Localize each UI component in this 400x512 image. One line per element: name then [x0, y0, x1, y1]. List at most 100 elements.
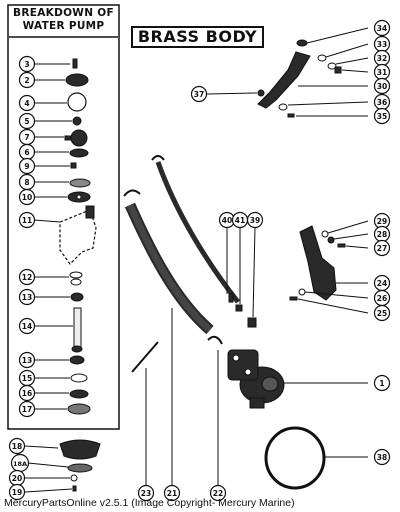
lower-left-part-drawings — [59, 439, 101, 492]
svg-text:35: 35 — [377, 112, 387, 121]
svg-text:2: 2 — [24, 76, 29, 85]
svg-text:28: 28 — [377, 230, 387, 239]
callout-33: 33 — [373, 35, 391, 53]
sidebar-title-line2: WATER PUMP — [22, 20, 105, 32]
callout-12: 12 — [18, 268, 36, 286]
sidebar-frame — [7, 4, 120, 430]
part-36-washer — [278, 103, 288, 111]
callout-24: 24 — [373, 274, 391, 292]
callout-4: 4 — [18, 94, 36, 112]
part-19-screw — [72, 485, 77, 492]
part-28-washer — [327, 236, 335, 244]
callout-5: 5 — [18, 112, 36, 130]
part-13-bearing-lower — [69, 355, 85, 365]
callout-36: 36 — [373, 93, 391, 111]
svg-text:17: 17 — [22, 405, 32, 414]
svg-text:24: 24 — [377, 279, 387, 288]
sidebar-title: BREAKDOWN OF WATER PUMP — [10, 7, 117, 33]
callout-26: 26 — [373, 289, 391, 307]
hose-drawings — [123, 155, 240, 345]
svg-text:36: 36 — [377, 98, 387, 107]
hose-clamp-upper-left — [123, 189, 141, 197]
callout-35: 35 — [373, 107, 391, 125]
svg-text:22: 22 — [213, 489, 223, 498]
svg-text:38: 38 — [377, 453, 387, 462]
callout-39: 39 — [246, 211, 264, 229]
svg-text:11: 11 — [22, 216, 32, 225]
part-41-fitting — [235, 304, 243, 312]
part-3-screw — [72, 58, 78, 69]
svg-text:21: 21 — [167, 489, 177, 498]
copyright-footer: MercuryPartsOnline v2.5.1 (Image Copyrig… — [4, 497, 295, 509]
callout-11: 11 — [18, 211, 36, 229]
callout-labels: 324576981011121314131516171818A201934333… — [8, 19, 391, 502]
svg-text:4: 4 — [24, 99, 29, 108]
part-38-o-ring — [264, 426, 326, 490]
svg-text:13: 13 — [22, 356, 32, 365]
svg-text:6: 6 — [24, 148, 29, 157]
svg-text:10: 10 — [22, 193, 32, 202]
callout-23: 23 — [137, 484, 155, 502]
part-32-washer — [327, 62, 337, 70]
svg-text:16: 16 — [22, 389, 32, 398]
callout-34: 34 — [373, 19, 391, 37]
part-40-clamp — [228, 293, 234, 303]
upper-right-part-drawings — [257, 39, 342, 118]
callout-41: 41 — [231, 211, 249, 229]
callout-14: 14 — [18, 317, 36, 335]
part-7-impeller — [64, 129, 88, 147]
part-29-washer — [321, 230, 329, 238]
part-37-pin — [257, 89, 265, 97]
part-22-hose-clamp — [207, 335, 223, 345]
callout-22: 22 — [209, 484, 227, 502]
svg-text:32: 32 — [377, 54, 387, 63]
svg-text:15: 15 — [22, 374, 32, 383]
part-18a-gasket — [67, 463, 93, 473]
callout-16: 16 — [18, 384, 36, 402]
callout-13: 13 — [18, 288, 36, 306]
callout-15: 15 — [18, 369, 36, 387]
callout-9: 9 — [18, 157, 36, 175]
svg-text:33: 33 — [377, 40, 387, 49]
callout-30: 30 — [373, 77, 391, 95]
part-31-nut — [334, 66, 342, 74]
svg-text:1: 1 — [379, 379, 384, 388]
diagram-title: BRASS BODY — [131, 26, 264, 48]
part-12-seal — [69, 271, 83, 279]
part-18-cover — [59, 439, 101, 460]
callout-21: 21 — [163, 484, 181, 502]
callout-31: 31 — [373, 63, 391, 81]
part-2-cap — [65, 73, 89, 87]
callout-13: 13 — [18, 351, 36, 369]
part-27-screw — [337, 243, 346, 248]
svg-text:18A: 18A — [13, 460, 27, 468]
part-5-washer — [72, 116, 82, 126]
upper-right-leader-lines — [206, 27, 369, 117]
part-24-bracket — [299, 225, 337, 301]
callout-17: 17 — [18, 400, 36, 418]
part-20-washer — [70, 474, 78, 482]
part-26-washer — [298, 288, 306, 296]
svg-text:9: 9 — [24, 162, 29, 171]
svg-text:40: 40 — [222, 216, 232, 225]
svg-text:41: 41 — [235, 216, 245, 225]
svg-text:19: 19 — [12, 488, 22, 497]
svg-text:5: 5 — [24, 117, 29, 126]
part-17-base — [67, 403, 91, 415]
callout-3: 3 — [18, 55, 36, 73]
svg-text:20: 20 — [12, 474, 22, 483]
svg-text:37: 37 — [194, 90, 204, 99]
svg-text:8: 8 — [24, 178, 29, 187]
svg-text:14: 14 — [22, 322, 32, 331]
callout-19: 19 — [8, 483, 26, 501]
part-8-gasket — [69, 178, 91, 188]
callout-8: 8 — [18, 173, 36, 191]
part-30-link-arm — [257, 51, 311, 109]
part-34-bushing — [296, 39, 308, 47]
part-33-washer — [317, 54, 327, 62]
part-16-seal — [69, 389, 89, 399]
svg-text:26: 26 — [377, 294, 387, 303]
callout-2: 2 — [18, 71, 36, 89]
part-15-ring — [70, 373, 88, 383]
